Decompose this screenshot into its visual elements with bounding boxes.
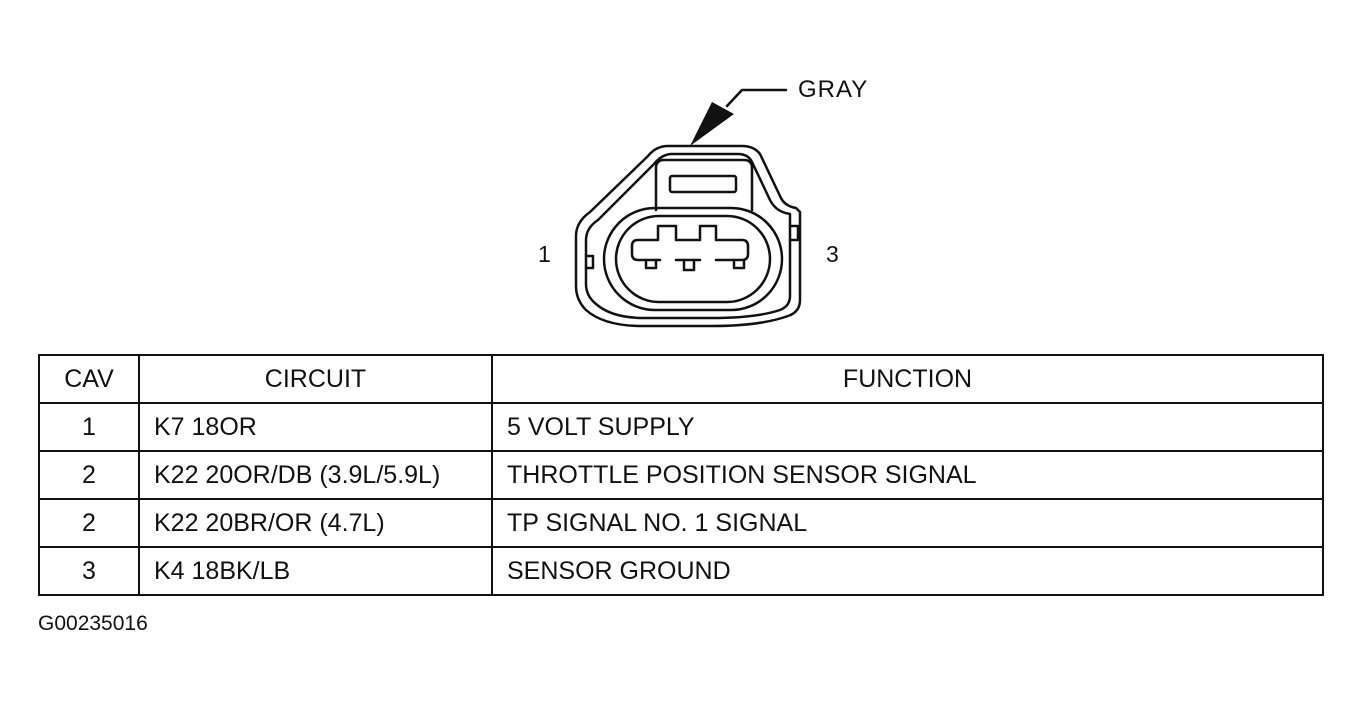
pin-1-label: 1	[538, 241, 551, 267]
circuit-cell: K4 18BK/LB	[138, 546, 493, 596]
cav-cell: 2	[38, 498, 140, 548]
function-cell: TP SIGNAL NO. 1 SIGNAL	[491, 498, 1324, 548]
function-cell: THROTTLE POSITION SENSOR SIGNAL	[491, 450, 1324, 500]
circuit-cell: K7 18OR	[138, 402, 493, 452]
connector-color-label: GRAY	[798, 76, 868, 103]
circuit-cell: K22 20OR/DB (3.9L/5.9L)	[138, 450, 493, 500]
table-row: 2 K22 20OR/DB (3.9L/5.9L) THROTTLE POSIT…	[38, 450, 1324, 500]
function-cell: 5 VOLT SUPPLY	[491, 402, 1324, 452]
circuit-cell: K22 20BR/OR (4.7L)	[138, 498, 493, 548]
table-header-row: CAV CIRCUIT FUNCTION	[38, 354, 1324, 404]
callout-arrowhead	[690, 102, 734, 146]
cav-header: CAV	[38, 354, 140, 404]
connector-diagram: GRAY 1 3	[538, 76, 868, 328]
table-row: 3 K4 18BK/LB SENSOR GROUND	[38, 546, 1324, 596]
cav-cell: 3	[38, 546, 140, 596]
table-row: 2 K22 20BR/OR (4.7L) TP SIGNAL NO. 1 SIG…	[38, 498, 1324, 548]
figure-id: G00235016	[38, 612, 148, 635]
function-cell: SENSOR GROUND	[491, 546, 1324, 596]
pinout-table: CAV CIRCUIT FUNCTION 1 K7 18OR 5 VOLT SU…	[38, 354, 1324, 596]
table-row: 1 K7 18OR 5 VOLT SUPPLY	[38, 402, 1324, 452]
cav-cell: 1	[38, 402, 140, 452]
connector-body	[574, 144, 802, 328]
color-callout-leader	[725, 88, 788, 108]
function-header: FUNCTION	[491, 354, 1324, 404]
pin-3-label: 3	[826, 241, 839, 267]
circuit-header: CIRCUIT	[138, 354, 493, 404]
cav-cell: 2	[38, 450, 140, 500]
